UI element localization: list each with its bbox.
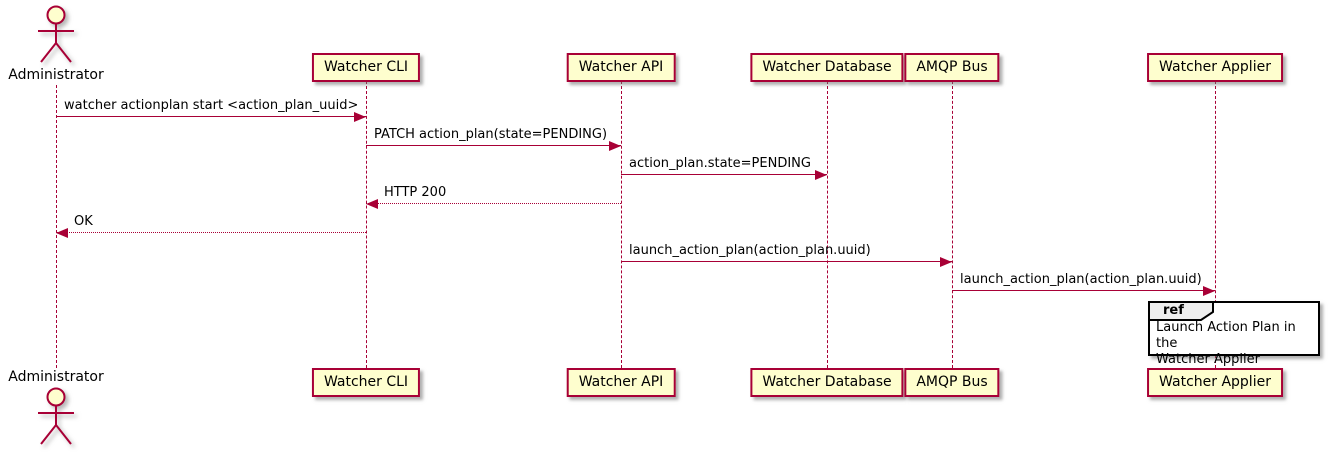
message-http-200: HTTP 200 xyxy=(366,184,621,209)
actor-icon xyxy=(38,387,74,445)
participant-bottom-amqp-bus: AMQP Bus xyxy=(904,368,1000,397)
message-label: action_plan.state=PENDING xyxy=(629,156,811,171)
message-line xyxy=(56,116,366,117)
participant-top-watcher-applier: Watcher Applier xyxy=(1147,53,1283,82)
participant-bottom-watcher-applier: Watcher Applier xyxy=(1147,368,1283,397)
lifeline-watcher-database xyxy=(827,81,828,368)
message-line xyxy=(56,232,366,233)
message-ok: OK xyxy=(56,213,366,238)
message-launch-action-plan-amqp: launch_action_plan(action_plan.uuid) xyxy=(621,242,952,267)
message-patch-action-plan: PATCH action_plan(state=PENDING) xyxy=(366,126,621,151)
message-label: HTTP 200 xyxy=(384,185,447,200)
message-label: PATCH action_plan(state=PENDING) xyxy=(374,127,608,142)
lifeline-watcher-api xyxy=(621,81,622,368)
lifeline-watcher-applier xyxy=(1215,81,1216,368)
arrowhead-right-icon xyxy=(940,257,952,267)
participant-bottom-watcher-cli: Watcher CLI xyxy=(311,368,421,397)
participant-bottom-watcher-api: Watcher API xyxy=(566,368,676,397)
message-launch-action-plan-applier: launch_action_plan(action_plan.uuid) xyxy=(952,271,1215,296)
message-label: launch_action_plan(action_plan.uuid) xyxy=(960,272,1202,287)
ref-tab-label: ref xyxy=(1163,303,1184,318)
arrowhead-right-icon xyxy=(609,141,621,151)
participant-top-watcher-cli: Watcher CLI xyxy=(311,53,421,82)
actor-label-bottom: Administrator xyxy=(8,369,104,385)
message-label: OK xyxy=(74,214,93,229)
participant-top-watcher-database: Watcher Database xyxy=(750,53,904,82)
message-label: launch_action_plan(action_plan.uuid) xyxy=(629,243,871,258)
ref-tab-shape xyxy=(1148,301,1214,321)
participant-bottom-watcher-database: Watcher Database xyxy=(750,368,904,397)
ref-body-text: Launch Action Plan in the Watcher Applie… xyxy=(1156,320,1296,367)
message-line xyxy=(366,203,621,204)
actor-icon xyxy=(38,5,74,63)
actor-label-top: Administrator xyxy=(8,67,104,83)
lifeline-watcher-cli xyxy=(366,81,367,368)
participant-top-amqp-bus: AMQP Bus xyxy=(904,53,1000,82)
arrowhead-right-icon xyxy=(354,112,366,122)
lifeline-administrator xyxy=(56,85,57,368)
lifeline-amqp-bus xyxy=(952,81,953,368)
arrowhead-left-icon xyxy=(366,199,378,209)
ref-fragment: ref Launch Action Plan in the Watcher Ap… xyxy=(1148,301,1320,367)
message-line xyxy=(952,290,1215,291)
arrowhead-right-icon xyxy=(1203,286,1215,296)
message-line xyxy=(621,261,952,262)
participant-top-watcher-api: Watcher API xyxy=(566,53,676,82)
message-actionplan-start: watcher actionplan start <action_plan_uu… xyxy=(56,97,366,122)
arrowhead-left-icon xyxy=(56,228,68,238)
message-line xyxy=(621,174,827,175)
message-label: watcher actionplan start <action_plan_uu… xyxy=(64,98,359,113)
message-line xyxy=(366,145,621,146)
message-state-pending: action_plan.state=PENDING xyxy=(621,155,827,180)
arrowhead-right-icon xyxy=(815,170,827,180)
